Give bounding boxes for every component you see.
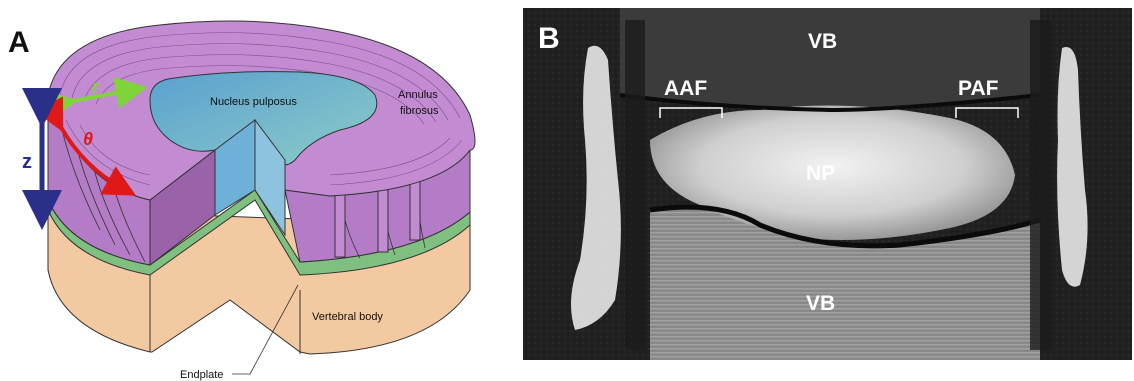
theta-label: θ (83, 129, 93, 149)
paf-label: PAF (958, 77, 999, 100)
annulus-label-line1: Annulus (398, 89, 438, 101)
vb-bottom-label: VB (806, 292, 835, 315)
r-label: r (92, 77, 100, 97)
panel-a: A (8, 21, 475, 381)
nucleus-label: Nucleus pulposus (210, 96, 297, 108)
z-label: z (22, 151, 32, 173)
annulus-label-line2: fibrosus (400, 105, 439, 117)
vertebral-body-label: Vertebral body (312, 311, 383, 323)
endplate-label: Endplate (180, 369, 223, 381)
aaf-label: AAF (664, 77, 707, 100)
panel-a-letter: A (8, 26, 30, 59)
panel-b-letter: B (538, 22, 560, 55)
vb-top-label: VB (808, 30, 837, 53)
panel-b: B VB AAF PAF NP VB (523, 8, 1132, 360)
np-label: NP (806, 162, 835, 185)
